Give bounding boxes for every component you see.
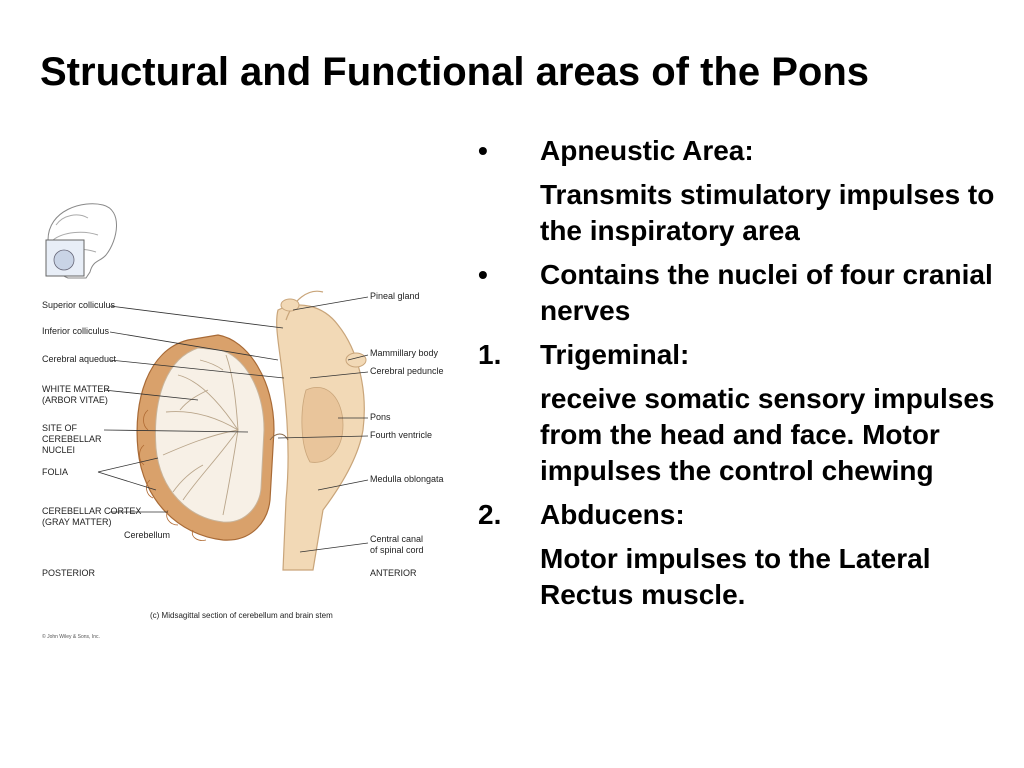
list-item: 1. Trigeminal: <box>478 337 1018 373</box>
label-central-canal: Central canal of spinal cord <box>370 534 424 555</box>
list-item-text: Abducens: <box>540 499 685 530</box>
label-white-matter: WHITE MATTER (ARBOR VITAE) <box>42 384 110 405</box>
label-fourth-ventricle: Fourth ventricle <box>370 430 433 440</box>
bullet-list: • Apneustic Area: Transmits stimulatory … <box>478 133 1018 621</box>
leader-lines <box>97 296 369 553</box>
figure-caption: (c) Midsagittal section of cerebellum an… <box>150 611 333 620</box>
list-item: 2. Abducens: <box>478 497 1018 533</box>
list-item-text: Apneustic Area: <box>540 135 754 166</box>
list-item-subtext: Motor impulses to the Lateral Rectus mus… <box>540 543 931 610</box>
slide-title: Structural and Functional areas of the P… <box>40 50 870 94</box>
figure-copyright: © John Wiley & Sons, Inc. <box>42 634 100 640</box>
label-cerebellar-cortex: CEREBELLAR CORTEX (GRAY MATTER) <box>42 506 142 527</box>
list-marker: 2. <box>478 499 502 530</box>
list-item-text: Trigeminal: <box>540 339 690 370</box>
list-marker: • <box>478 259 488 290</box>
label-folia: FOLIA <box>42 467 69 477</box>
list-item-subtext: Transmits stimulatory impulses to the in… <box>540 179 995 246</box>
list-item: • Apneustic Area: <box>478 133 1018 169</box>
label-cerebral-peduncle: Cerebral peduncle <box>370 366 444 376</box>
list-item-text: Contains the nuclei of four cranial nerv… <box>540 259 993 326</box>
label-cerebellum: Cerebellum <box>124 530 171 540</box>
label-posterior: POSTERIOR <box>42 568 96 578</box>
list-marker: • <box>478 135 488 166</box>
label-pineal-gland: Pineal gland <box>370 291 420 301</box>
list-item: • Contains the nuclei of four cranial ne… <box>478 257 1018 329</box>
brain-inset-icon <box>45 203 117 279</box>
label-inferior-colliculus: Inferior colliculus <box>42 326 110 336</box>
label-pons: Pons <box>370 412 391 422</box>
list-item-subtext: receive somatic sensory impulses from th… <box>540 383 995 486</box>
label-medulla-oblongata: Medulla oblongata <box>370 474 444 484</box>
label-site-of-cerebellar-nuclei: SITE OF CEREBELLAR NUCLEI <box>42 423 102 455</box>
cerebellum-brainstem-illustration <box>45 203 369 571</box>
cerebellum-shape <box>136 334 275 541</box>
list-marker: 1. <box>478 339 502 370</box>
label-mammillary-body: Mammillary body <box>370 348 439 358</box>
brainstem-shape <box>269 290 367 571</box>
label-cerebral-aqueduct: Cerebral aqueduct <box>42 354 117 364</box>
label-anterior: ANTERIOR <box>370 568 417 578</box>
brain-diagram: Superior colliculus Inferior colliculus … <box>38 200 448 650</box>
label-superior-colliculus: Superior colliculus <box>42 300 116 310</box>
